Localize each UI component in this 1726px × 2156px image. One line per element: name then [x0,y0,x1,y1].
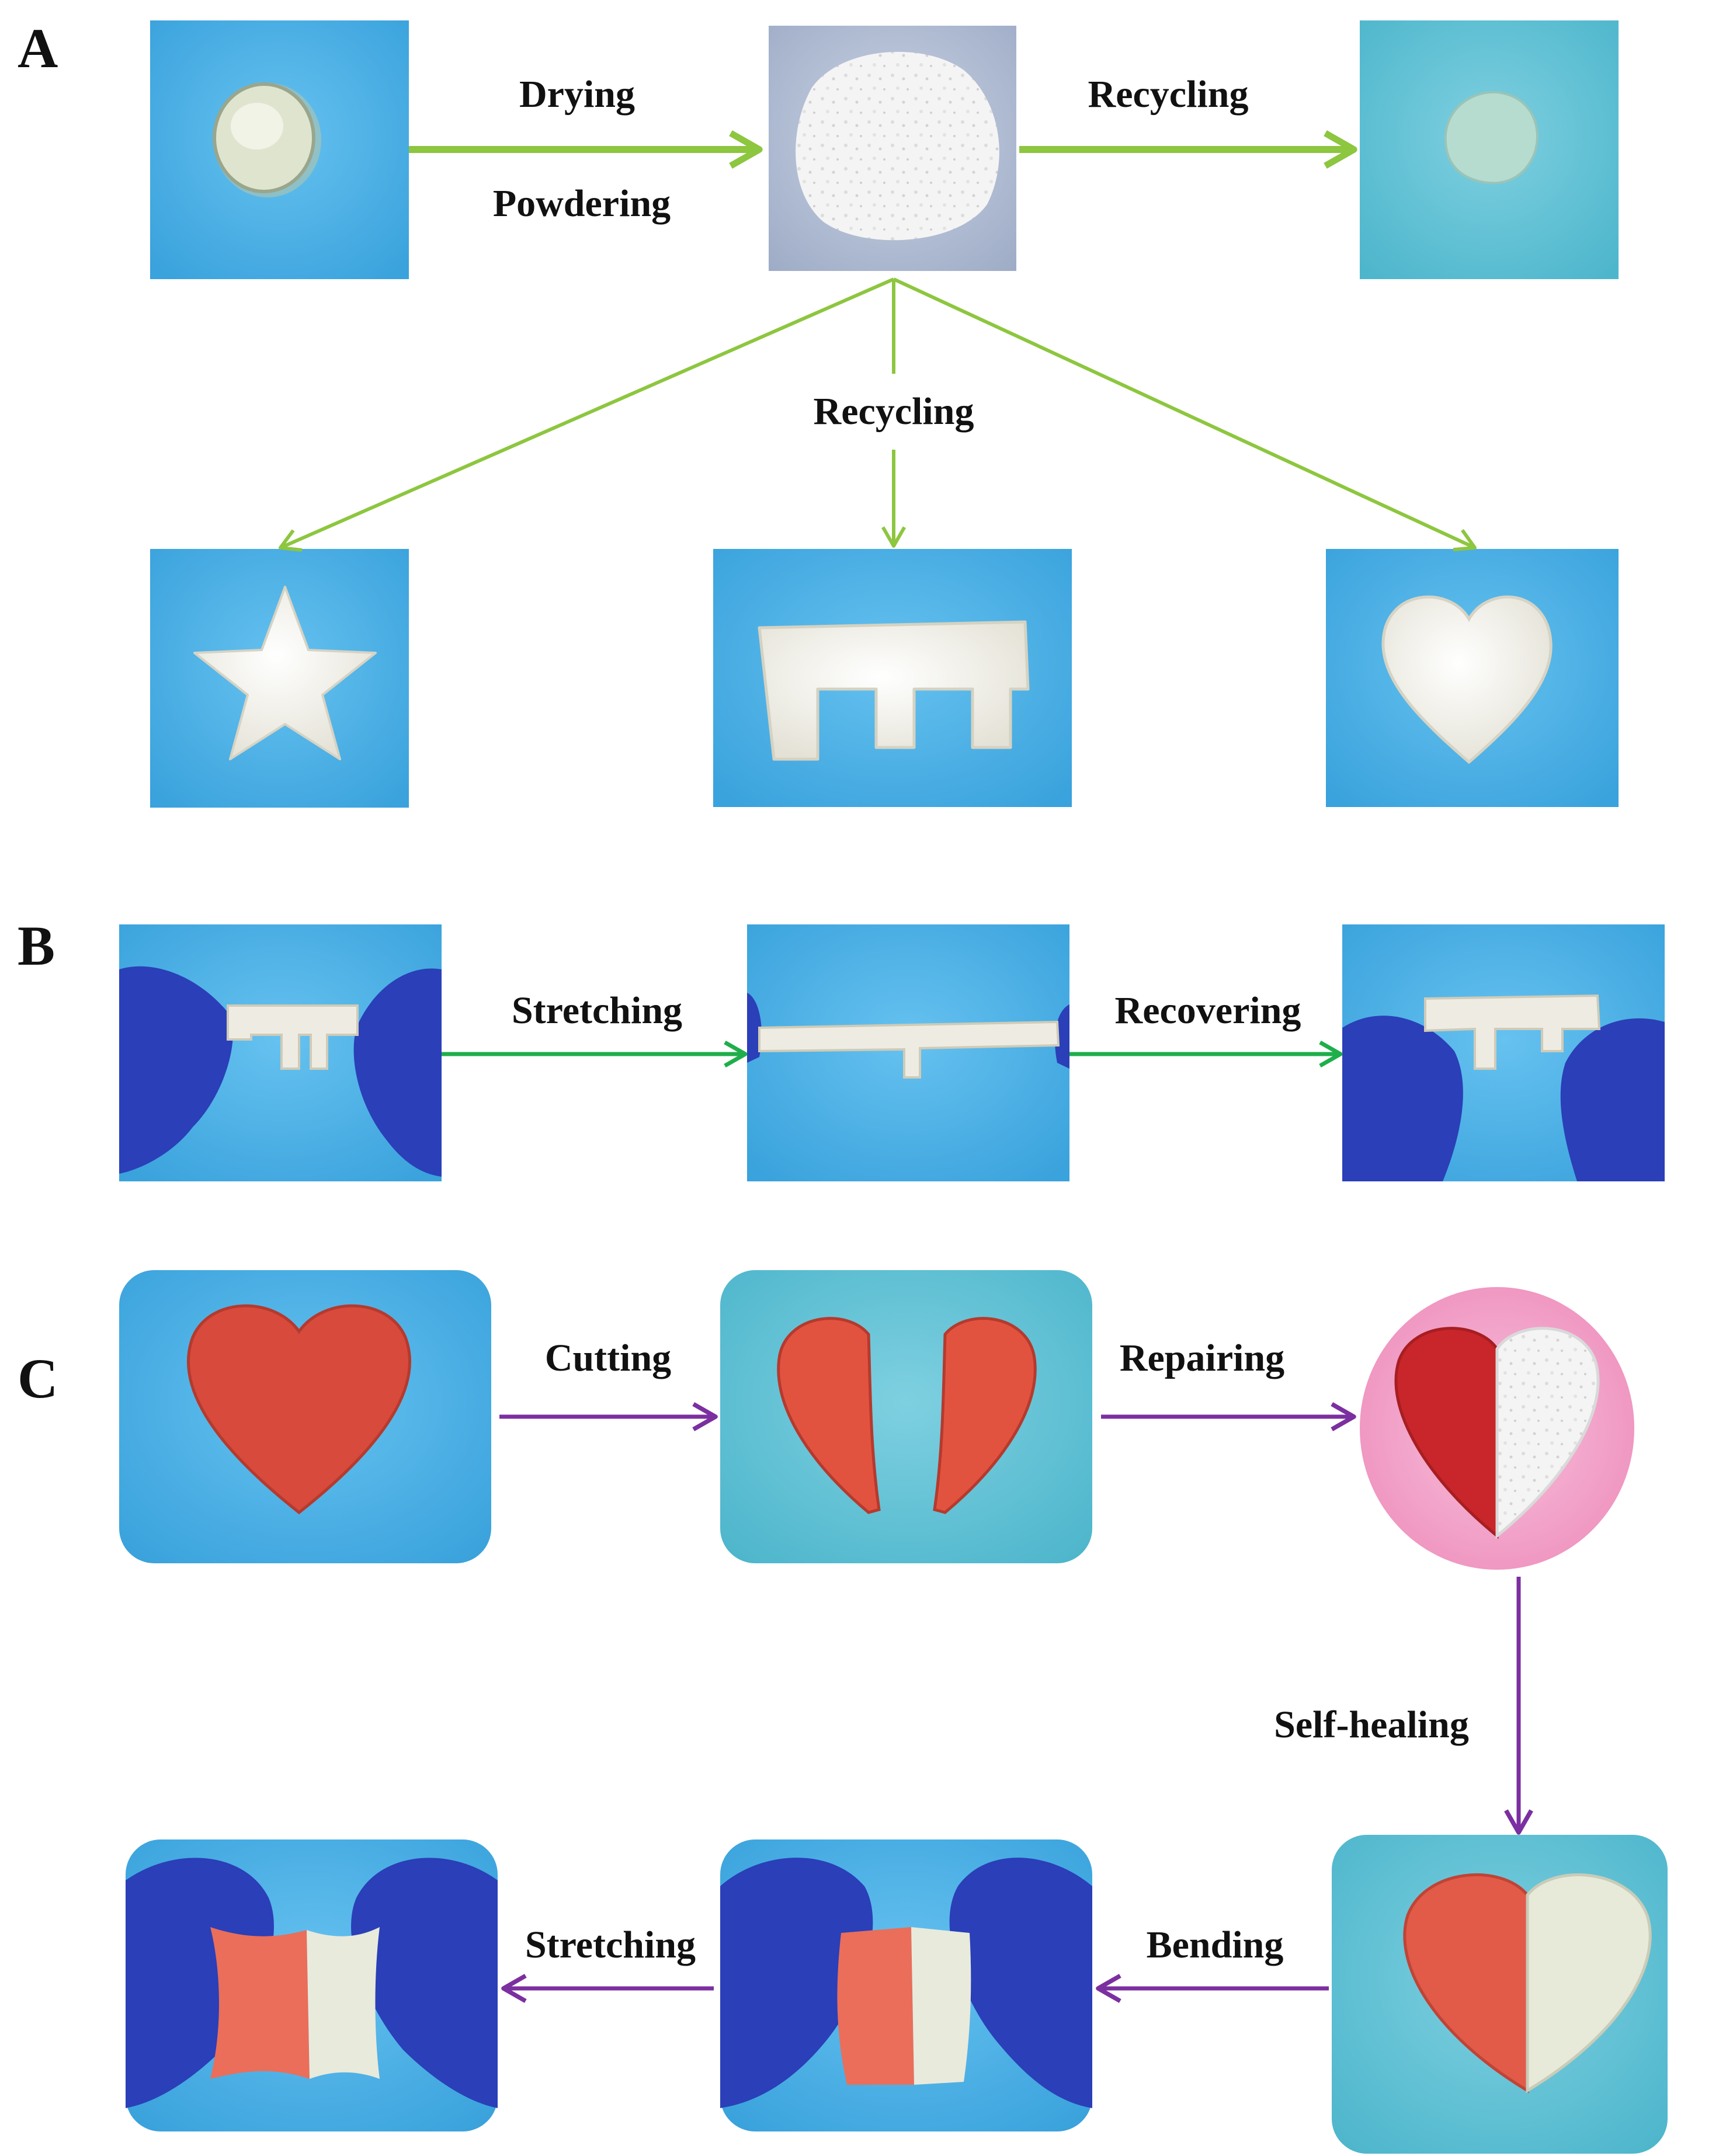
step-label-stretching-c: Stretching [525,1924,696,1966]
step-label-stretching-b: Stretching [512,989,682,1032]
photo-recycled-disc [1360,20,1619,279]
arrow-to-heart [892,277,1477,552]
step-label-bending: Bending [1147,1924,1284,1966]
step-label-cutting: Cutting [545,1337,671,1379]
panel-b: B Stretching Recovering [18,914,1665,1181]
photo-healed-bending [720,1839,1092,2131]
photo-comb-shape [713,549,1072,807]
step-label-recovering: Recovering [1115,989,1301,1032]
step-label-powdering: Powdering [493,182,671,225]
photo-mold-repairing [1360,1287,1634,1570]
panel-c: C [18,1270,1668,2154]
panel-a: A [18,17,1619,808]
step-label-drying: Drying [519,73,635,116]
panel-label-a: A [18,17,58,79]
step-label-recycling-down: Recycling [814,390,974,433]
step-label-self-healing: Self-healing [1274,1703,1469,1746]
photo-heart-healed [1332,1835,1668,2154]
photo-bar-recovered [1342,924,1665,1181]
arrow-to-star [279,277,895,552]
photo-bar-stretched [747,924,1069,1181]
photo-heart-white [1326,549,1619,807]
step-label-repairing: Repairing [1120,1337,1284,1379]
photo-star-shape [150,549,409,808]
panel-label-b: B [18,914,55,977]
photo-heart-red [119,1270,491,1563]
photo-heart-cut [720,1270,1092,1563]
photo-bar-held [119,924,442,1181]
photo-powder [769,26,1016,271]
step-label-recycling-right: Recycling [1088,73,1249,116]
photo-healed-stretching [126,1839,498,2131]
photo-original-disc [150,20,409,279]
panel-label-c: C [18,1347,58,1410]
